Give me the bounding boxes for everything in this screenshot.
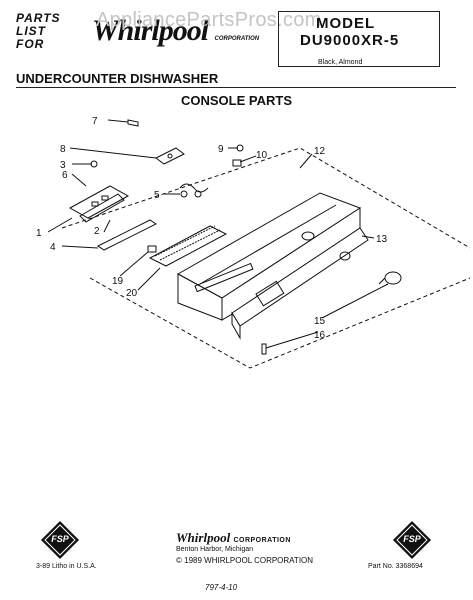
assembly-outline [61, 147, 471, 369]
control-panel-overlay [231, 227, 369, 340]
screw-16 [261, 343, 267, 355]
fsp-logo-left: FSP [40, 520, 80, 560]
callout-label: 9 [218, 144, 224, 155]
wire-harness [148, 225, 228, 267]
screw-7 [127, 119, 139, 127]
leader-lines [47, 119, 389, 349]
parts-list-line: PARTS [16, 11, 61, 25]
switch-module [155, 147, 185, 165]
callout-label: 10 [256, 150, 268, 161]
footer-address: Benton Harbor, Michigan [176, 546, 254, 553]
model-box [278, 11, 440, 67]
model-colors: Black, Almond [318, 59, 363, 66]
footer-litho: 3-89 Litho in U.S.A. [36, 563, 97, 570]
callout-label: 6 [62, 170, 68, 181]
fsp-logo-right: FSP [392, 520, 432, 560]
fsp-mark: FSP [51, 534, 69, 544]
console-panel [176, 192, 362, 321]
callout-label: 5 [154, 190, 160, 201]
section-title: CONSOLE PARTS [181, 93, 292, 108]
product-subtitle: UNDERCOUNTER DISHWASHER [16, 71, 219, 86]
parts-list-heading: PARTS LIST FOR [16, 12, 86, 51]
callout-label: 12 [314, 146, 326, 157]
model-number: DU9000XR-5 [300, 32, 400, 49]
footer-brand: Whirlpool CORPORATION [176, 530, 291, 546]
cable-bundle [179, 183, 209, 198]
fsp-diamond-icon [41, 521, 79, 559]
callout-label: 19 [112, 276, 124, 287]
watermark: AppliancePartsPros.com [96, 9, 322, 31]
knob [378, 271, 402, 285]
footer-brand-name: Whirlpool [176, 530, 231, 545]
footer-brand-corp: CORPORATION [233, 537, 291, 544]
parts-list-line: LIST [16, 24, 46, 38]
parts-list-line: FOR [16, 37, 45, 51]
switch-rail [97, 219, 157, 251]
callout-label: 20 [126, 288, 138, 299]
callout-label: 3 [60, 160, 66, 171]
callout-label: 1 [36, 228, 42, 239]
fsp-diamond-icon [393, 521, 431, 559]
part-19 [147, 245, 157, 253]
fsp-mark: FSP [403, 534, 421, 544]
callout-label: 2 [94, 226, 100, 237]
footer-part-number: Part No. 3368694 [368, 563, 423, 570]
model-label: MODEL [316, 15, 376, 32]
brand-mark: CORPORATION [214, 36, 260, 42]
brand-logo: Whirlpool CORPORATION [92, 14, 259, 48]
callout-label: 16 [314, 330, 326, 341]
exploded-parts-diagram: 7 8 3 6 9 10 12 5 1 2 4 13 19 20 15 16 [36, 116, 471, 369]
callout-label: 8 [60, 144, 66, 155]
header-divider [16, 87, 456, 88]
callout-label: 13 [376, 234, 388, 245]
callout-label: 15 [314, 316, 326, 327]
clip-10 [232, 159, 242, 167]
callout-label: 7 [92, 116, 98, 127]
brand-name: Whirlpool [92, 14, 209, 47]
handwritten-note: 797-4-10 [205, 583, 238, 592]
callout-label: 4 [50, 242, 56, 253]
switch-bracket [68, 185, 130, 223]
footer-copyright: © 1989 WHIRLPOOL CORPORATION [176, 556, 314, 565]
callout-labels: 7 8 3 6 9 10 12 5 1 2 4 13 19 20 15 16 [36, 116, 388, 341]
